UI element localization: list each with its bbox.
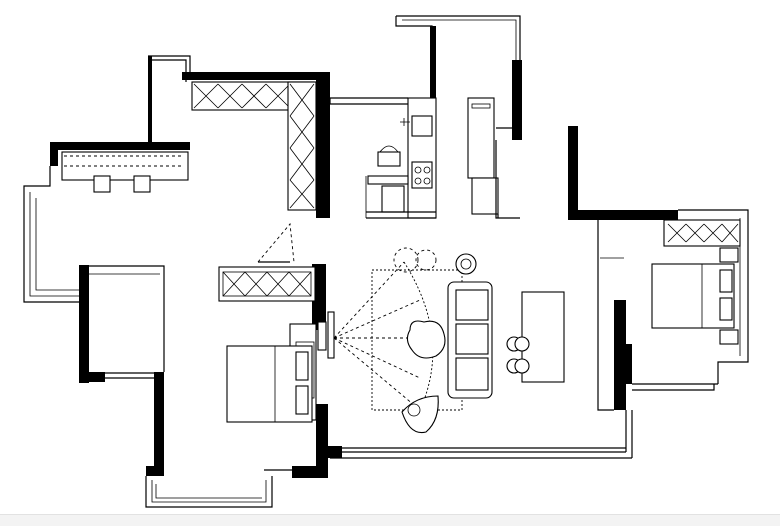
outer-walls — [23, 55, 633, 508]
chair — [514, 336, 530, 352]
wardrobe-cross — [222, 271, 312, 297]
washer — [381, 185, 405, 213]
balcony-outline — [29, 192, 80, 297]
window — [632, 383, 718, 391]
wardrobe-cross — [193, 83, 291, 109]
burner — [423, 177, 431, 185]
kitchen-outline — [366, 211, 436, 219]
wall-segment — [79, 265, 89, 383]
footer-band — [0, 514, 780, 526]
pillow — [719, 297, 733, 321]
wall-segment — [182, 72, 330, 80]
wall-segment — [568, 210, 678, 220]
stool — [93, 175, 111, 193]
window — [625, 410, 633, 458]
wall-segment — [430, 26, 436, 98]
pillow — [719, 269, 733, 293]
sofa-cushion — [455, 357, 489, 391]
wall-segment — [146, 466, 164, 476]
stool — [133, 175, 151, 193]
wall-segment — [328, 446, 342, 458]
wall-segment — [316, 404, 328, 424]
fridge-inner — [471, 103, 491, 109]
window — [145, 476, 273, 508]
room-outline — [678, 209, 749, 384]
lounge-chair-knob — [407, 403, 421, 417]
wall-outline — [264, 466, 297, 471]
service-shaft — [395, 15, 522, 219]
bedroom-left — [218, 222, 328, 424]
cabinet — [471, 177, 499, 215]
wall-segment — [614, 300, 626, 410]
balcony-outline — [23, 166, 80, 303]
wall-segment — [50, 142, 58, 166]
kitchen-outline — [330, 97, 408, 105]
bedroom-right — [568, 126, 749, 411]
wall-segment — [154, 372, 164, 476]
wall-segment — [624, 344, 632, 384]
wardrobe-cross — [667, 223, 739, 243]
nightstand — [719, 329, 739, 345]
wall-segment — [316, 72, 330, 218]
door-swing-icon — [257, 222, 295, 263]
coffee-table — [406, 320, 446, 359]
dining-bar — [61, 151, 189, 193]
wardrobe-top — [191, 81, 317, 211]
lamp — [415, 249, 437, 271]
wardrobe — [663, 219, 741, 247]
burner — [414, 177, 422, 185]
toilet-bowl — [379, 145, 399, 153]
counter — [367, 175, 409, 185]
living-room — [317, 247, 565, 434]
wall-outline — [148, 55, 191, 74]
window — [328, 447, 632, 459]
fridge — [467, 97, 495, 179]
room-outline — [597, 220, 614, 411]
chair — [514, 358, 530, 374]
stove-icon — [411, 161, 433, 189]
wall-segment — [568, 126, 578, 220]
sink-icon — [411, 115, 433, 137]
view-cone — [333, 261, 470, 411]
floor-lamp-inner — [460, 258, 472, 270]
tv-stand — [317, 321, 327, 351]
pillow — [295, 351, 309, 381]
lounge-chair — [401, 395, 439, 434]
lamp — [393, 247, 419, 273]
tv-icon — [327, 311, 335, 359]
burner — [414, 166, 422, 174]
floor-lamp — [455, 253, 477, 275]
toilet-icon — [377, 151, 401, 167]
wardrobe-cross — [289, 83, 315, 209]
sofa-cushion — [455, 323, 489, 355]
window — [105, 372, 156, 379]
window — [151, 480, 267, 503]
sofa-cushion — [455, 289, 489, 321]
wall-segment — [50, 142, 190, 150]
wall-segment — [148, 56, 152, 142]
burner — [423, 166, 431, 174]
room-outline — [89, 265, 165, 372]
wall-segment — [512, 60, 522, 140]
wall-segment — [79, 372, 105, 382]
counter-edge — [64, 155, 184, 167]
nightstand — [719, 247, 739, 263]
pillow — [295, 385, 309, 415]
kitchen — [330, 97, 437, 219]
interior-lines — [185, 74, 367, 218]
wardrobe — [218, 266, 316, 302]
wardrobe — [287, 81, 317, 211]
faucet — [400, 118, 410, 126]
shaft-outline — [495, 140, 520, 219]
